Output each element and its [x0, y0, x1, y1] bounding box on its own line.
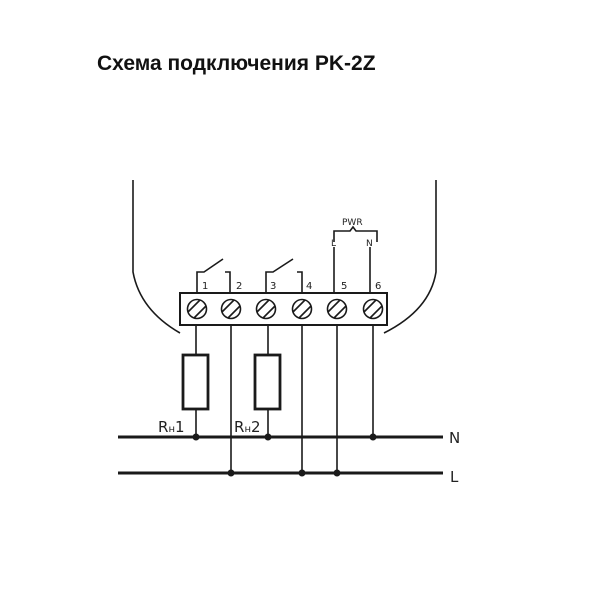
screw-terminal-1 [186, 298, 208, 320]
device-housing [132, 180, 437, 334]
neutral-label: N [449, 429, 460, 447]
diagram-title: Схема подключения PK-2Z [97, 52, 376, 75]
terminal-block [179, 292, 388, 326]
terminal-label-1: 1 [202, 281, 208, 292]
terminal-label-3: 3 [270, 281, 276, 292]
junction-dots [192, 433, 377, 477]
load-label-2: Rн2 [234, 418, 261, 436]
pwr-label: PWR [342, 218, 363, 228]
screw-terminal-2 [220, 298, 242, 320]
load-label-1: Rн1 [158, 418, 185, 436]
terminal-label-4: 4 [306, 281, 312, 292]
load-resistor-2 [253, 353, 282, 411]
screw-terminal-5 [326, 298, 348, 320]
live-label: L [450, 468, 459, 486]
load-resistor-1 [181, 353, 210, 411]
pwr-n-label: N [366, 239, 373, 249]
terminal-label-6: 6 [375, 281, 381, 292]
pwr-bracket [333, 225, 378, 242]
screw-terminal-3 [255, 298, 277, 320]
screw-terminal-6 [362, 298, 384, 320]
terminal-label-2: 2 [236, 281, 242, 292]
relay-contact-1 [196, 258, 231, 293]
relay-contact-2 [265, 258, 303, 293]
terminal-label-5: 5 [341, 281, 347, 292]
pwr-l-label: L [331, 239, 336, 249]
screw-terminal-4 [291, 298, 313, 320]
